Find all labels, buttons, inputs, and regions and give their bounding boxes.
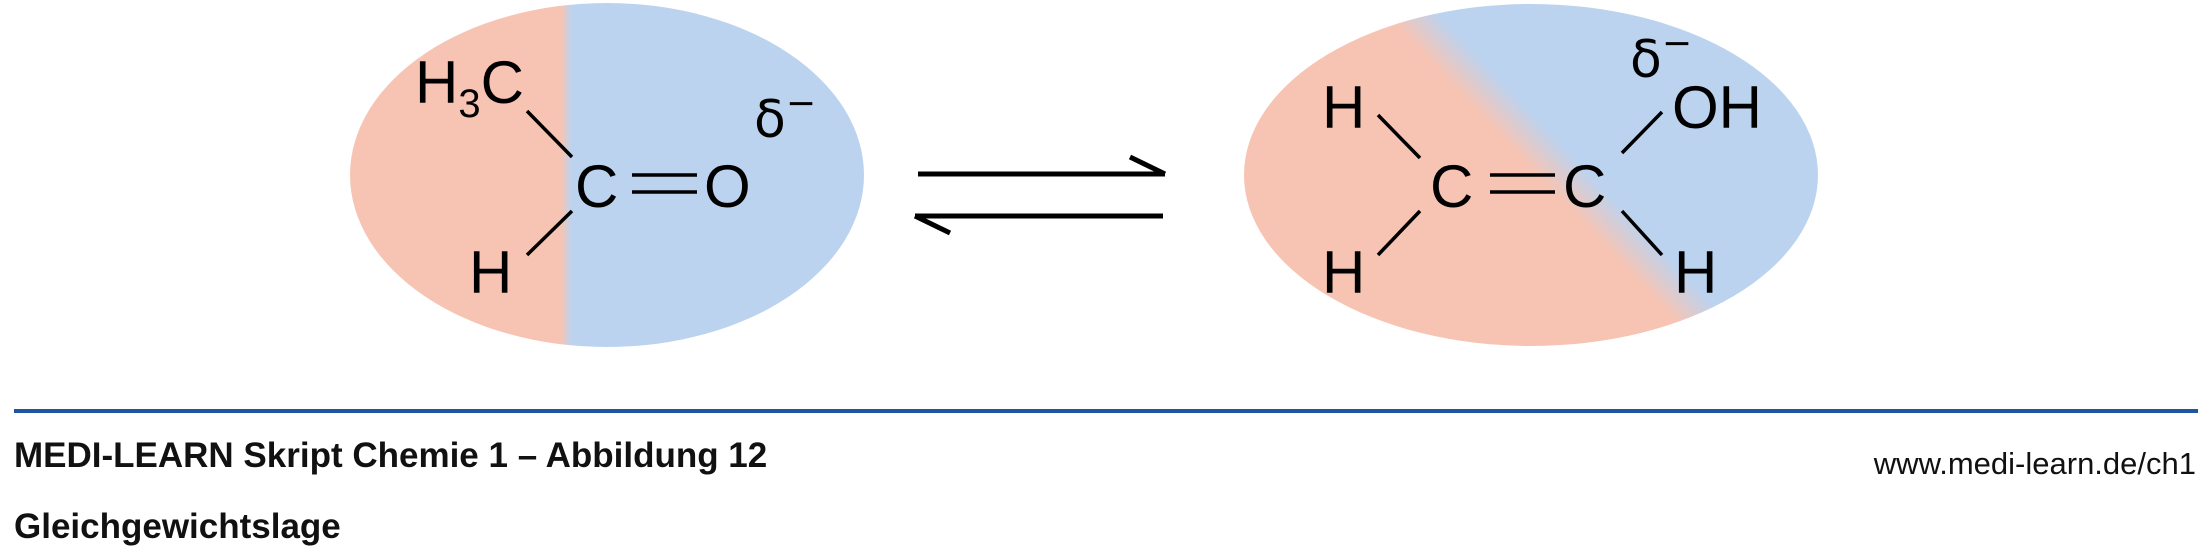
methyl-group-label: H3C	[415, 49, 524, 126]
left-charge-ellipse	[350, 3, 864, 347]
bond-top-left-hydrogen	[1376, 113, 1422, 160]
bottom-left-hydrogen-atom: H	[1322, 239, 1365, 306]
left-bonds	[525, 109, 697, 257]
left-delta-minus-label: δ−	[754, 83, 816, 150]
source-url: www.medi-learn.de/ch1	[1873, 446, 2196, 481]
oxygen-atom: O	[704, 153, 751, 220]
bond-methyl-carbon	[525, 109, 574, 159]
right-carbon-2-atom: C	[1563, 153, 1606, 220]
bond-bottom-right-hydrogen	[1620, 209, 1664, 257]
figure-subtitle: Gleichgewichtslage	[14, 507, 341, 546]
bond-bottom-left-hydrogen	[1376, 209, 1422, 257]
bond-hydrogen-carbon	[525, 209, 574, 257]
caption-divider	[14, 409, 2198, 413]
left-hydrogen-atom: H	[469, 239, 512, 306]
right-delta-minus-label: δ−	[1630, 23, 1692, 90]
left-carbon-atom: C	[575, 153, 618, 220]
hydroxyl-group-label: OH	[1672, 74, 1762, 141]
right-carbon-1-atom: C	[1430, 153, 1473, 220]
equilibrium-arrows-icon	[913, 154, 1167, 236]
left-molecule: H3C C O H δ−	[350, 3, 864, 347]
figure-title: MEDI-LEARN Skript Chemie 1 – Abbildung 1…	[14, 436, 768, 475]
top-left-hydrogen-atom: H	[1322, 74, 1365, 141]
forward-arrow-head	[1128, 154, 1167, 177]
reverse-arrow-head	[913, 213, 952, 236]
bond-hydroxyl	[1620, 110, 1664, 155]
right-molecule: H H C C OH H δ−	[1244, 4, 1818, 346]
bottom-right-hydrogen-atom: H	[1674, 239, 1717, 306]
right-bonds	[1376, 110, 1664, 257]
